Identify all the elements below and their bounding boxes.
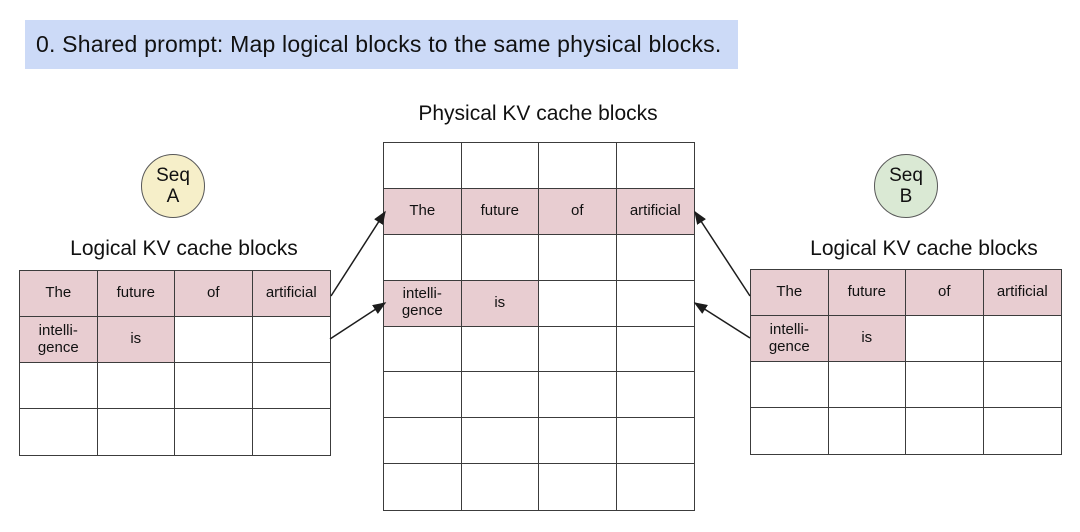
kv-block-cell: future: [97, 271, 175, 317]
kv-block-cell: [906, 408, 984, 454]
kv-block-cell: future: [461, 188, 539, 235]
kv-block-cell: [539, 418, 617, 465]
kv-block-cell: intelli- gence: [751, 316, 829, 362]
kv-block-cell: [617, 464, 695, 510]
kv-block-cell: [616, 235, 694, 281]
logical-a-table-label: Logical KV cache blocks: [70, 237, 298, 260]
logical-b-table-label: Logical KV cache blocks: [810, 237, 1038, 260]
kv-block-cell: [384, 326, 462, 373]
kv-block-cell: [461, 143, 539, 189]
seq-b-badge: Seq B: [874, 154, 938, 218]
mapping-arrow: [329, 302, 387, 340]
kv-block-cell: [616, 372, 694, 419]
kv-block-cell: [829, 408, 906, 454]
kv-block-cell: The: [384, 188, 462, 235]
kv-block-cell: [462, 464, 539, 510]
kv-block-cell: future: [828, 270, 906, 316]
kv-block-cell: [616, 281, 694, 327]
kv-block-cell: [20, 409, 98, 455]
kv-block-cell: [97, 363, 175, 409]
kv-block-cell: [751, 408, 829, 454]
mapping-arrow: [694, 210, 751, 297]
kv-block-cell: [20, 363, 98, 409]
kv-block-cell: [616, 418, 694, 465]
kv-block-cell: [384, 234, 462, 281]
kv-block-cell: intelli- gence: [20, 317, 98, 363]
kv-block-cell: [539, 143, 617, 189]
kv-block-cell: of: [906, 270, 984, 316]
kv-block-cell: [828, 362, 906, 408]
kv-block-cell: The: [20, 271, 98, 317]
kv-block-cell: [539, 326, 617, 373]
kv-block-cell: artificial: [252, 271, 330, 317]
kv-block-cell: of: [175, 271, 253, 317]
kv-block-cell: is: [461, 280, 539, 327]
kv-block-cell: [616, 143, 694, 189]
kv-block-cell: [984, 408, 1062, 454]
kv-block-cell: [252, 363, 330, 409]
kv-block-cell: [983, 362, 1061, 408]
kv-block-cell: [461, 372, 539, 419]
mapping-arrow: [693, 302, 751, 339]
kv-block-cell: [252, 317, 330, 363]
kv-block-cell: [539, 234, 617, 281]
kv-block-cell: is: [97, 317, 175, 363]
kv-block-cell: [983, 316, 1061, 362]
physical-table-label: Physical KV cache blocks: [418, 102, 658, 125]
kv-block-cell: [539, 372, 617, 419]
kv-block-cell: [175, 409, 253, 455]
kv-block-cell: [384, 143, 462, 189]
kv-block-cell: of: [539, 188, 617, 235]
kv-block-cell: is: [828, 316, 906, 362]
kv-block-cell: [539, 464, 617, 510]
kv-block-cell: [461, 418, 539, 465]
kv-block-cell: [461, 234, 539, 281]
kv-block-cell: [461, 326, 539, 373]
kv-block-cell: intelli- gence: [384, 280, 462, 327]
kv-block-cell: [253, 409, 331, 455]
kv-block-cell: [384, 418, 462, 465]
kv-block-cell: [906, 362, 984, 408]
kv-block-cell: [616, 327, 694, 373]
kv-block-cell: artificial: [616, 188, 694, 235]
kv-block-cell: [539, 280, 617, 327]
kv-block-cell: artificial: [983, 270, 1061, 316]
kv-block-cell: [384, 372, 462, 419]
kv-block-cell: [906, 316, 984, 362]
kv-block-cell: [98, 409, 175, 455]
kv-block-cell: [175, 317, 253, 363]
seq-a-badge: Seq A: [141, 154, 205, 218]
kv-block-cell: [384, 464, 462, 510]
kv-block-cell: [175, 363, 253, 409]
kv-block-cell: The: [751, 270, 829, 316]
shared-prompt-banner: 0. Shared prompt: Map logical blocks to …: [25, 20, 738, 69]
kv-block-cell: [751, 362, 829, 408]
